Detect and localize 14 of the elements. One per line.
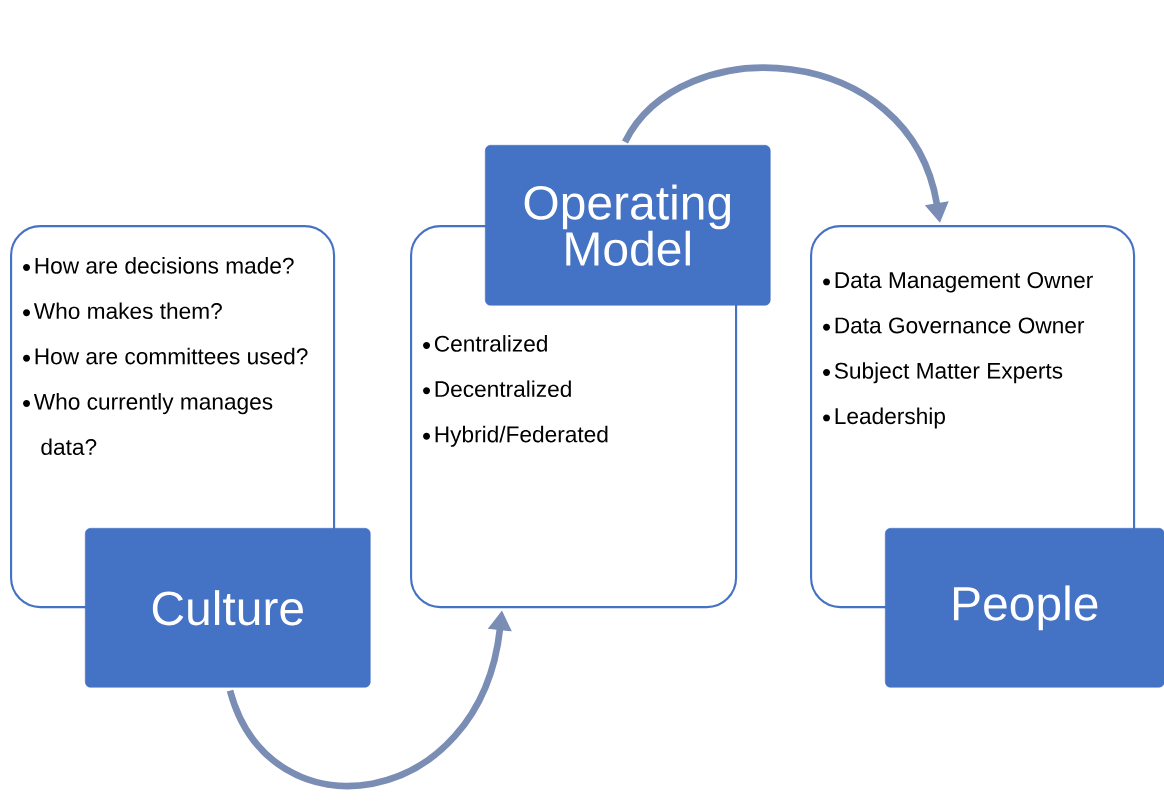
title-box: Culture [85,528,371,688]
bullet-item: Data Management Owner [835,272,1093,293]
bullet-item: Who makes them? [33,302,222,320]
bullet-item: Decentralized [435,380,571,398]
bullet-item: Leadership [835,407,945,429]
bullet-item: Hybrid/Federated [435,425,608,447]
bullet-item: Subject Matter Experts [834,362,1063,384]
bullet-item: Data Governance Owner [835,317,1085,334]
bullet-item: Centralized [434,335,547,352]
bullet-item: Who currently manages data? [33,393,273,456]
bullet-item: How are committees used? [35,347,308,365]
bullet-item: How are decisions made? [35,257,294,274]
title-box: Operating Model [485,145,771,306]
title-box: People [885,528,1164,688]
